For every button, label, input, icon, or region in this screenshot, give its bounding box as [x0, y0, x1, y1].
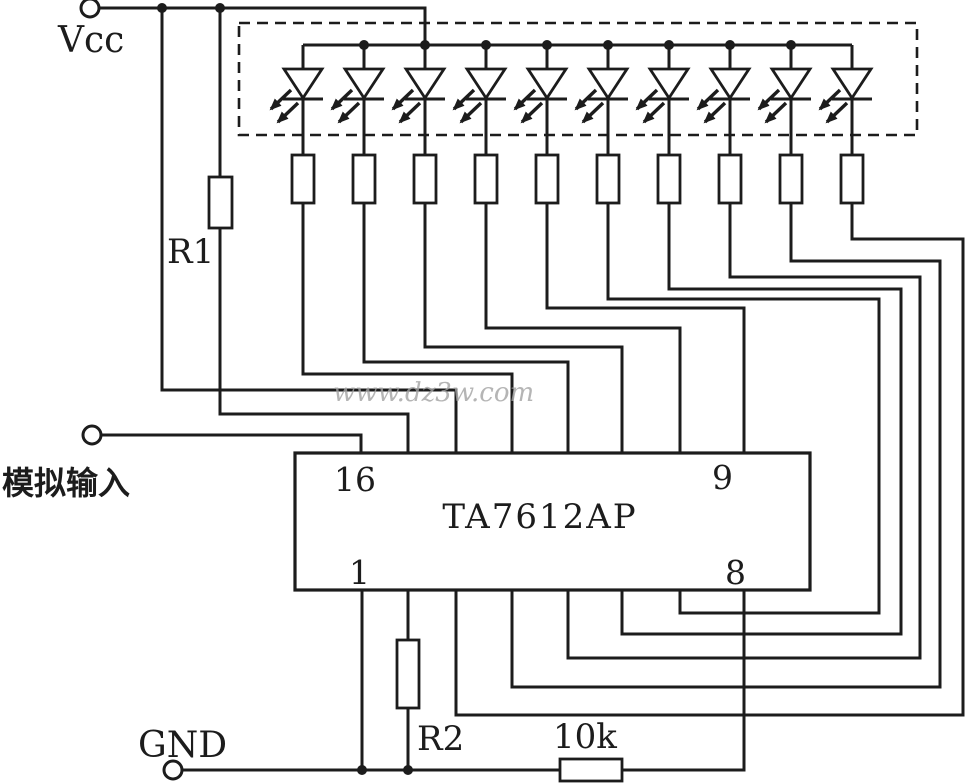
junction-dot — [420, 40, 430, 50]
junction-dot — [403, 765, 413, 775]
resistor-r2 — [395, 638, 421, 710]
gnd-rail-pin8-wire — [182, 590, 746, 772]
resistor-10k — [558, 757, 624, 783]
junction-dot — [542, 40, 552, 50]
led-column-2 — [332, 69, 384, 203]
led-column-7-wire — [620, 45, 903, 636]
led-column-6-wire — [606, 45, 881, 615]
watermark-text: www.dz3w.com — [333, 378, 534, 408]
junction-dot — [359, 40, 369, 50]
resistor-r1 — [207, 175, 234, 230]
10k-label: 10k — [553, 717, 617, 757]
vcc-to-ic-wire — [160, 8, 458, 453]
gnd-label: GND — [138, 725, 227, 766]
junction-dots — [157, 3, 796, 775]
junction-dot — [725, 40, 735, 50]
r2-label: R2 — [417, 719, 464, 759]
r1-label: R1 — [167, 232, 214, 272]
junction-dot — [664, 40, 674, 50]
junction-dot — [481, 40, 491, 50]
led-column-5 — [515, 69, 567, 203]
led-column-9-wire — [510, 45, 942, 689]
gnd-terminal — [162, 759, 184, 781]
analog-input-wire — [102, 433, 363, 453]
junction-dot — [357, 765, 367, 775]
led-column-1-wire — [301, 45, 514, 453]
analog-input-label: 模拟输入 — [2, 464, 130, 502]
pin-9-label: 9 — [712, 458, 733, 497]
vcc-terminal — [79, 0, 101, 19]
ic-name-label: TA7612AP — [442, 497, 637, 537]
pin-1-label: 1 — [349, 553, 370, 592]
junction-dot — [215, 3, 225, 13]
vcc-label: Vcc — [57, 20, 124, 61]
led-column-10-wire — [454, 45, 965, 717]
led-column-10 — [820, 69, 872, 203]
junction-dot — [786, 40, 796, 50]
pin-8-label: 8 — [725, 553, 746, 592]
junction-dot — [603, 40, 613, 50]
led-column-8-wire — [566, 45, 922, 660]
pin-16-label: 16 — [334, 460, 376, 499]
analog-input-terminal — [81, 424, 103, 446]
vcc-rail-wire — [100, 6, 427, 45]
junction-dot — [157, 3, 167, 13]
ic-ta7612ap-body — [293, 451, 812, 592]
